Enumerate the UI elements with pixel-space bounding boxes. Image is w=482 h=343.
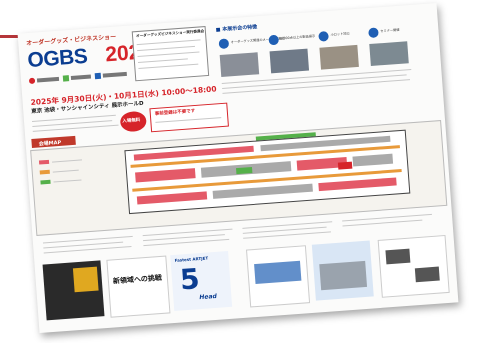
event-logo: OGBS [26, 44, 89, 73]
free-entry-badge: 入場無料 [119, 110, 148, 133]
rest-area [236, 166, 253, 175]
feature-label: 1,000点以上の製品展示 [280, 33, 316, 41]
sponsor-logos [28, 70, 129, 85]
legend-swatch [40, 179, 51, 185]
feature-photo [369, 41, 409, 66]
booth-row [135, 168, 196, 183]
feature-photo [219, 52, 260, 77]
feature-number-icon [268, 34, 280, 46]
booth-row [352, 153, 394, 167]
notice-line [155, 117, 222, 123]
map-title: 会場MAP [38, 139, 62, 148]
organizer-box: オーダーグッズビジネスショー実行委員会 [131, 25, 210, 82]
feature-number-icon [318, 31, 329, 42]
ad-image [414, 266, 440, 283]
map-title-badge: 会場MAP [31, 135, 76, 149]
ad-image [254, 260, 302, 285]
reception-area [337, 161, 353, 170]
info-line [137, 58, 188, 64]
booth-row [212, 183, 313, 199]
booth-row [136, 191, 208, 205]
ad-panel: Fastest ARTJET 5 Head [170, 250, 233, 312]
ad-image [319, 260, 368, 291]
info-line [136, 39, 201, 46]
legend-swatch [38, 159, 50, 165]
organizer-title: オーダーグッズビジネスショー実行委員会 [135, 29, 205, 39]
ad-panel [311, 240, 374, 301]
registration-notice: 事前登録は不要です [149, 102, 229, 133]
ogbs-2025-flyer: オーダーグッズ・ビジネスショー OGBS 2025 オーダーグッズビジネスショー… [17, 3, 459, 333]
ad-headline: 新領域への挑戦 [112, 273, 163, 286]
feature-number-icon [368, 27, 379, 39]
feature-label: セミナー開催 [380, 27, 400, 34]
legend-swatch [39, 169, 50, 175]
free-entry-label: 入場無料 [122, 118, 141, 125]
ad-big-number: 5 [178, 262, 201, 297]
registration-notice-text: 事前登録は不要です [154, 108, 196, 117]
feature-photo [269, 48, 310, 74]
info-line [137, 51, 200, 58]
info-line [138, 63, 199, 70]
feature-number-icon [218, 38, 230, 50]
feature-label: 小ロット対応 [330, 31, 350, 37]
features-heading: ■ 本展示会の特徴 [215, 24, 258, 34]
ad-image [385, 248, 411, 265]
feature-photo [319, 44, 359, 70]
ad-panel [42, 260, 105, 321]
ad-image [72, 266, 99, 293]
ad-head-text: Head [199, 292, 218, 302]
info-line [137, 45, 196, 52]
ad-panel [246, 245, 311, 308]
booth-row [318, 177, 397, 192]
ad-panel: 新領域への挑戦 [106, 255, 171, 318]
ad-panel [377, 234, 450, 298]
